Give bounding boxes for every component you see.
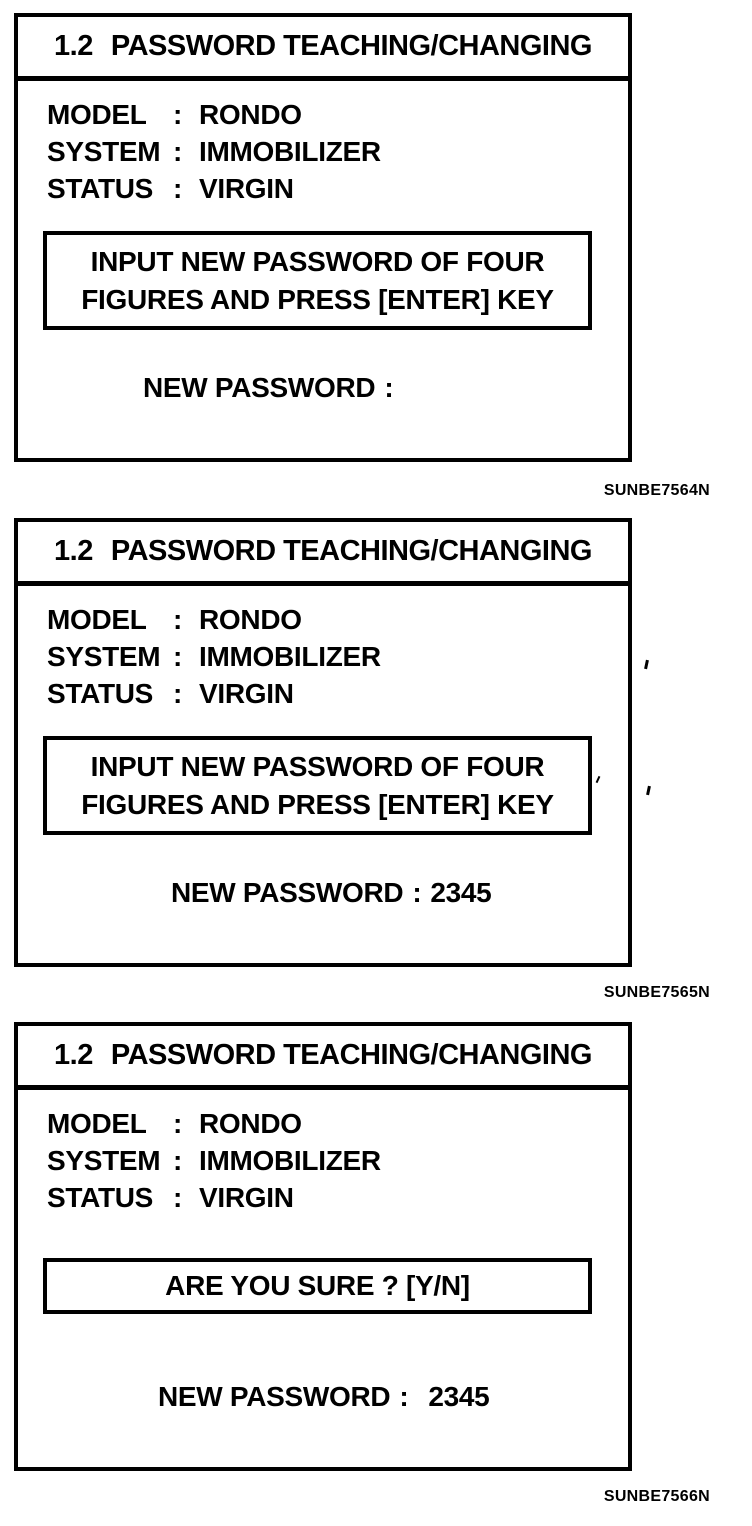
info-label: STATUS [47, 678, 154, 709]
info-label: MODEL [47, 99, 147, 130]
new-password-row: NEW PASSWORD:2345 [158, 1381, 490, 1412]
info-separator: : [173, 1145, 183, 1176]
message-box: INPUT NEW PASSWORD OF FOUR FIGURES AND P… [43, 736, 592, 835]
info-separator: : [173, 99, 183, 130]
info-value: IMMOBILIZER [199, 136, 381, 167]
info-value: VIRGIN [199, 678, 294, 709]
screen-title-number: 1.2 [54, 535, 93, 567]
info-row-model: MODEL : RONDO [47, 1108, 381, 1145]
info-label: MODEL [47, 1108, 147, 1139]
info-label: STATUS [47, 173, 154, 204]
info-value: RONDO [199, 1108, 302, 1139]
info-label: SYSTEM [47, 1145, 161, 1176]
screen-title-number: 1.2 [54, 30, 93, 62]
info-row-system: SYSTEM : IMMOBILIZER [47, 1145, 381, 1182]
scan-tool-screen-1: 1.2 PASSWORD TEACHING/CHANGING MODEL : R… [14, 13, 632, 462]
figure-caption: SUNBE7565N [603, 984, 710, 1001]
info-value: VIRGIN [199, 1182, 294, 1213]
scan-artifact [644, 659, 649, 670]
info-label: STATUS [47, 1182, 154, 1213]
info-row-model: MODEL : RONDO [47, 604, 381, 641]
vehicle-info-block: MODEL : RONDO SYSTEM : IMMOBILIZER STATU… [47, 1108, 381, 1219]
info-value: VIRGIN [199, 173, 294, 204]
scan-tool-screen-3: 1.2 PASSWORD TEACHING/CHANGING MODEL : R… [14, 1022, 632, 1471]
screen-title-text: PASSWORD TEACHING/CHANGING [110, 30, 593, 62]
new-password-label: NEW PASSWORD [171, 877, 404, 908]
info-row-status: STATUS : VIRGIN [47, 678, 381, 715]
message-line: INPUT NEW PASSWORD OF FOUR [90, 750, 545, 782]
info-separator: : [173, 136, 183, 167]
message-line: ARE YOU SURE ? [Y/N] [165, 1270, 470, 1301]
screen-title-bar: 1.2 PASSWORD TEACHING/CHANGING [18, 522, 628, 586]
new-password-label: NEW PASSWORD [143, 372, 376, 403]
info-separator: : [173, 641, 183, 672]
screen-title-number: 1.2 [54, 1039, 93, 1071]
new-password-label: NEW PASSWORD [158, 1381, 391, 1412]
info-row-status: STATUS : VIRGIN [47, 173, 381, 210]
info-separator: : [173, 678, 183, 709]
screen-title-bar: 1.2 PASSWORD TEACHING/CHANGING [18, 1026, 628, 1090]
vehicle-info-block: MODEL : RONDO SYSTEM : IMMOBILIZER STATU… [47, 99, 381, 210]
message-box: INPUT NEW PASSWORD OF FOUR FIGURES AND P… [43, 231, 592, 330]
info-row-system: SYSTEM : IMMOBILIZER [47, 641, 381, 678]
scan-artifact [646, 785, 651, 796]
info-row-model: MODEL : RONDO [47, 99, 381, 136]
info-label: SYSTEM [47, 641, 161, 672]
figure-caption: SUNBE7566N [603, 1488, 710, 1505]
info-row-status: STATUS : VIRGIN [47, 1182, 381, 1219]
info-row-system: SYSTEM : IMMOBILIZER [47, 136, 381, 173]
info-value: RONDO [199, 99, 302, 130]
info-separator: : [173, 1182, 183, 1213]
figure-caption: SUNBE7564N [603, 482, 710, 499]
confirmation-box: ARE YOU SURE ? [Y/N] [43, 1258, 592, 1314]
info-value: IMMOBILIZER [199, 641, 381, 672]
screen-title-text: PASSWORD TEACHING/CHANGING [110, 535, 593, 567]
new-password-value: 2345 [430, 877, 492, 908]
message-line: FIGURES AND PRESS [ENTER] KEY [81, 283, 554, 315]
new-password-separator: : [399, 1381, 409, 1412]
info-separator: : [173, 173, 183, 204]
new-password-value: 2345 [428, 1381, 490, 1412]
info-separator: : [173, 604, 183, 635]
new-password-row: NEW PASSWORD: [143, 373, 402, 403]
screen-title-text: PASSWORD TEACHING/CHANGING [110, 1039, 593, 1071]
info-separator: : [173, 1108, 183, 1139]
new-password-row: NEW PASSWORD:2345 [171, 877, 492, 908]
screen-title-bar: 1.2 PASSWORD TEACHING/CHANGING [18, 17, 628, 81]
info-label: SYSTEM [47, 136, 161, 167]
info-value: RONDO [199, 604, 302, 635]
info-value: IMMOBILIZER [199, 1145, 381, 1176]
message-line: INPUT NEW PASSWORD OF FOUR [90, 245, 545, 277]
scan-tool-screen-2: 1.2 PASSWORD TEACHING/CHANGING MODEL : R… [14, 518, 632, 967]
info-label: MODEL [47, 604, 147, 635]
vehicle-info-block: MODEL : RONDO SYSTEM : IMMOBILIZER STATU… [47, 604, 381, 715]
message-line: FIGURES AND PRESS [ENTER] KEY [81, 788, 554, 820]
new-password-separator: : [384, 372, 394, 403]
new-password-separator: : [412, 877, 422, 908]
